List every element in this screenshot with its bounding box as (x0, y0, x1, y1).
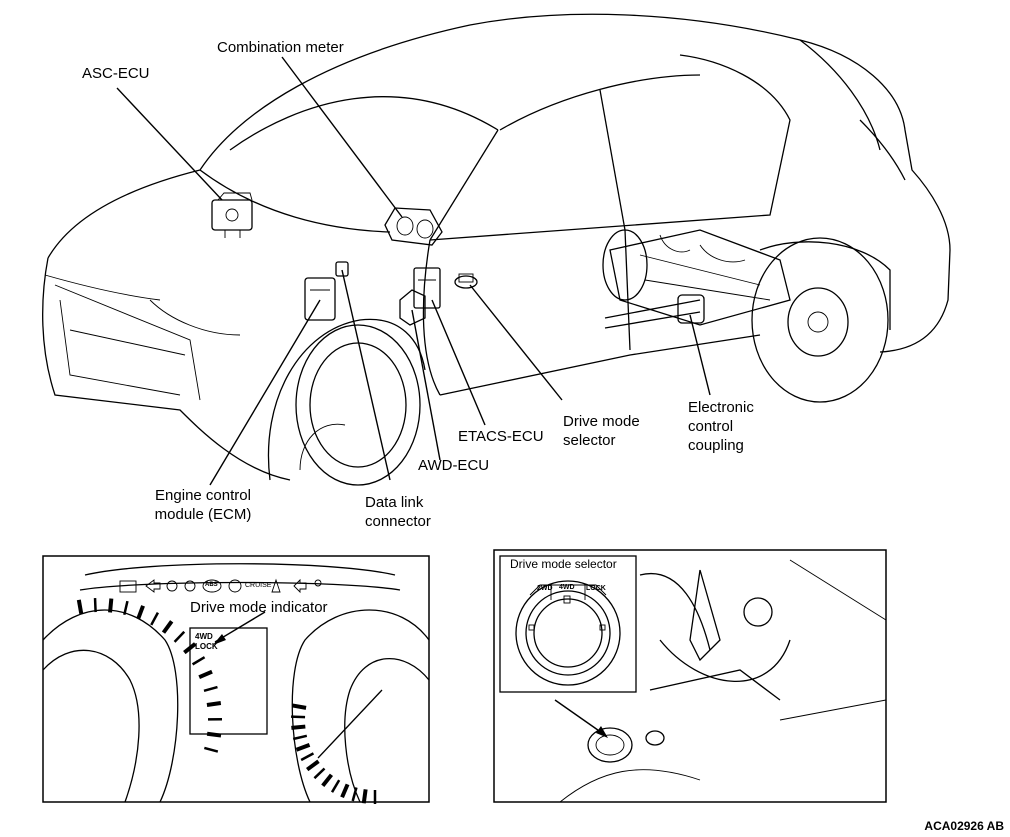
electronic-coupling-line1: Electronic (688, 399, 754, 416)
left-gauge-tick (93, 598, 97, 613)
meter-inset (42, 555, 430, 803)
right-gauge-tick (330, 779, 341, 793)
data-link-connector-line2: connector (365, 513, 431, 530)
front-wheel (267, 318, 426, 486)
selector-inset (493, 549, 887, 803)
drive-mode-selector-component (454, 273, 478, 289)
left-gauge-tick (183, 642, 197, 655)
right-gauge-tick (292, 734, 308, 741)
selector-position-4wd: 4WD (559, 584, 575, 591)
selector-position-lock: LOCK (586, 585, 606, 592)
display-line-lock: LOCK (195, 642, 218, 651)
drive-mode-indicator-title: Drive mode indicator (190, 599, 328, 616)
drive-mode-selector-label: Drive mode selector (563, 412, 640, 450)
left-gauge-tick (150, 612, 160, 626)
right-gauge-tick (291, 724, 306, 730)
awd-ecu-label: AWD-ECU (418, 457, 490, 474)
cruise-lamp-text: CRUISE (245, 582, 272, 589)
drive-mode-selector-line1: Drive mode (563, 413, 640, 430)
right-gauge-tick (291, 715, 306, 719)
right-gauge-tick (295, 742, 311, 752)
ecm-component (304, 277, 336, 321)
electronic-coupling-line2: control (688, 418, 734, 435)
data-link-connector-line1: Data link (365, 494, 424, 511)
awd-ecu-component (399, 289, 426, 326)
drive-mode-selector-inset-title: Drive mode selector (510, 557, 617, 571)
right-gauge-tick (340, 783, 350, 799)
leader-lines (116, 56, 711, 486)
left-gauge-tick (198, 669, 213, 680)
engine-control-module-label: Engine control module (ECM) (138, 486, 268, 524)
drive-mode-display-text: 4WD LOCK (195, 632, 218, 652)
right-gauge-tick (313, 767, 326, 780)
meter-tick-marks (76, 598, 377, 804)
right-gauge-tick (300, 752, 315, 762)
left-gauge-tick (76, 599, 84, 614)
left-gauge-tick (173, 630, 186, 643)
left-gauge-tick (206, 731, 222, 738)
selector-position-2wd: 2WD (537, 585, 553, 592)
combination-meter-label: Combination meter (217, 39, 344, 56)
left-gauge-tick (123, 600, 129, 616)
etacs-ecu-component (413, 267, 441, 309)
left-gauge-tick (203, 685, 218, 693)
electronic-coupling-line3: coupling (688, 437, 744, 454)
drive-mode-selector-line2: selector (563, 432, 616, 449)
warning-lamp-row (119, 578, 322, 594)
rear-axle-assembly (602, 229, 891, 403)
left-gauge-tick (161, 620, 174, 634)
asc-ecu-label: ASC-ECU (82, 65, 150, 82)
left-gauge-tick (203, 746, 219, 753)
right-gauge-tick (351, 787, 358, 802)
abs-lamp-text: ABS (205, 582, 218, 588)
display-line-4wd: 4WD (195, 632, 213, 641)
right-gauge-tick (291, 703, 307, 710)
left-gauge-tick (206, 701, 222, 707)
engine-control-module-line2: module (ECM) (154, 506, 252, 523)
right-gauge-tick (305, 759, 320, 772)
engine-control-module-line1: Engine control (155, 487, 251, 504)
electronic-control-coupling-label: Electronic control coupling (688, 398, 754, 455)
right-gauge-tick (321, 773, 334, 788)
data-link-connector-component (335, 261, 349, 277)
left-gauge-tick (191, 656, 206, 666)
right-gauge-tick (361, 789, 368, 804)
asc-ecu-component (211, 192, 253, 238)
figure-code: ACA02926 AB (924, 819, 1004, 833)
etacs-ecu-label: ETACS-ECU (458, 428, 544, 445)
car-body-outline (42, 13, 951, 481)
data-link-connector-label: Data link connector (365, 493, 431, 531)
left-gauge-tick (108, 598, 114, 613)
left-gauge-tick (136, 605, 145, 620)
